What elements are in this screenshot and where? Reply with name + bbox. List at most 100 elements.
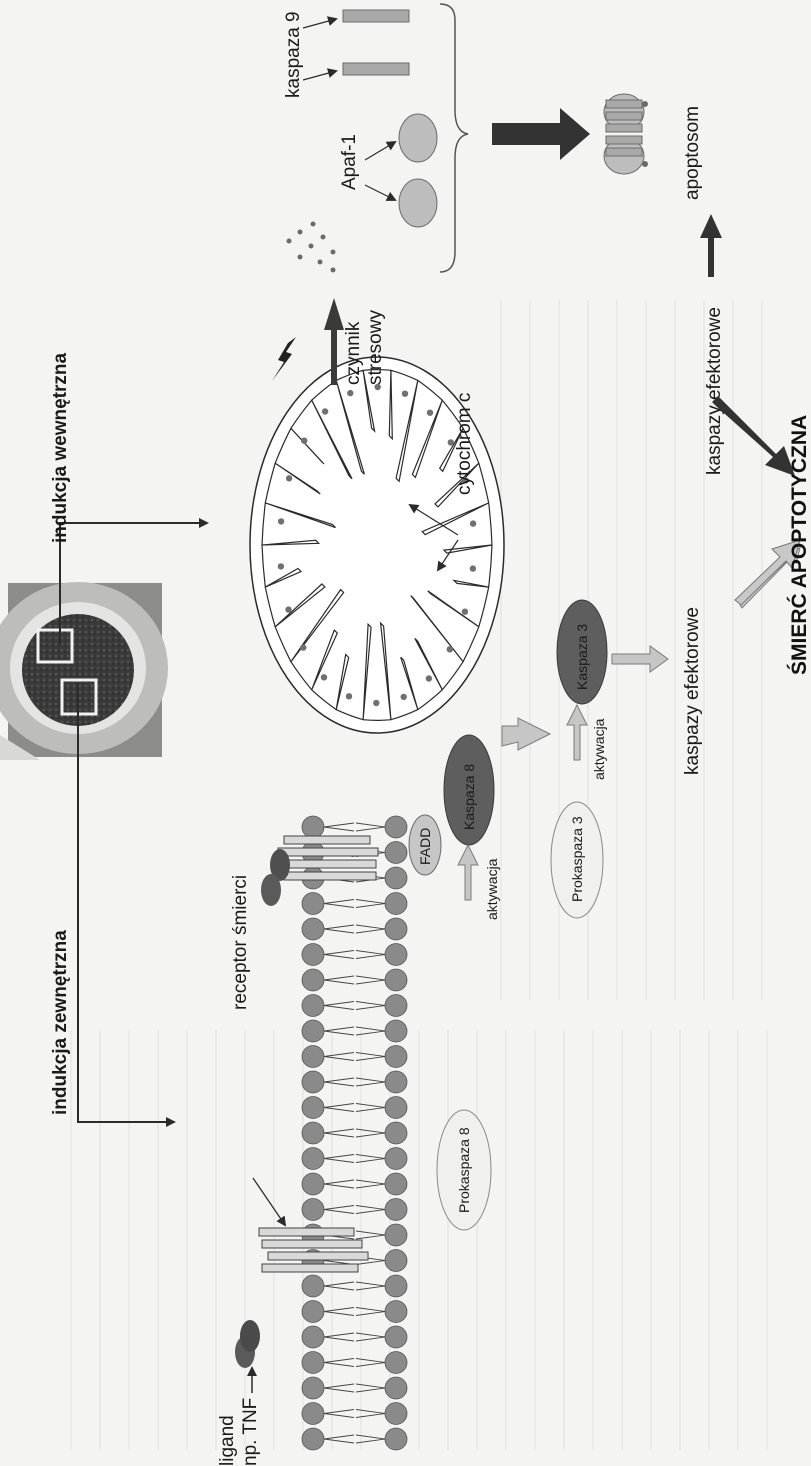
svg-text:Prokaspaza 3: Prokaspaza 3 — [569, 816, 585, 902]
lipid-head — [301, 1172, 325, 1196]
lipid-head — [301, 1402, 325, 1425]
lipid-head — [384, 1274, 408, 1298]
ligand-tnf — [235, 1320, 260, 1368]
lipid-head — [301, 1351, 325, 1374]
lipid-head — [384, 1147, 408, 1170]
lipid-head — [384, 1351, 408, 1374]
cytochrome-c-dot — [426, 409, 434, 416]
extrinsic-connector — [77, 683, 176, 1127]
lipid-head — [301, 1019, 325, 1043]
activation-arrow-1 — [457, 843, 479, 901]
lipid-head — [301, 815, 325, 839]
cytochrome-c-dot — [320, 674, 328, 681]
apoptosome-label: apoptosom — [682, 106, 703, 200]
intrinsic-connector — [59, 518, 209, 645]
lipid-head — [384, 917, 408, 941]
cytochrome-c-dot — [277, 563, 285, 570]
lipid-head — [301, 1376, 325, 1400]
lipid-head — [384, 815, 408, 839]
cytochrome-pointer-1 — [408, 503, 459, 536]
svg-text:Prokaspaza 8: Prokaspaza 8 — [456, 1127, 472, 1213]
lipid-head — [384, 994, 408, 1017]
cytochrome-c-dot — [425, 675, 433, 682]
lipid-head — [384, 1045, 408, 1068]
lipid-head — [301, 1096, 325, 1119]
cytochrome-c-label: cytochrom c — [454, 393, 475, 495]
activation-label-1: aktywacja — [484, 858, 500, 920]
cytochrome-c-dot — [400, 693, 407, 701]
lipid-head — [301, 968, 325, 992]
apaf1-molecule — [398, 178, 438, 228]
cytochrome-c-dots — [277, 383, 477, 707]
lipid-head — [301, 1274, 325, 1298]
lipid-head — [384, 1121, 408, 1145]
cytochrome-c-dot — [285, 475, 293, 482]
lipid-head — [384, 841, 408, 864]
lipid-head — [384, 866, 408, 890]
ligand-label: ligand — [217, 1415, 238, 1466]
cytochrome-c-dot — [462, 477, 469, 484]
caspase-8: Kaspaza 8 — [443, 734, 495, 846]
lipid-head — [301, 1300, 325, 1323]
cytochrome-c-dot — [401, 390, 409, 397]
caspase9-label: kaspaza 9 — [283, 11, 304, 98]
caspase9-molecule — [342, 62, 410, 76]
lightning-bolt-icon — [272, 337, 296, 381]
apoptotic-death-label: ŚMIERĆ APOPTOTYCZNA — [787, 415, 811, 675]
lipid-head — [301, 892, 325, 915]
caspase3-to-effector-arrow — [611, 645, 669, 673]
caspase9-molecule — [342, 9, 410, 23]
lipid-head — [384, 1096, 408, 1119]
released-cytochrome-c — [286, 221, 336, 273]
apoptosome — [603, 93, 648, 175]
lipid-head — [384, 1376, 408, 1400]
lipid-head — [301, 943, 325, 966]
stress-factor-label-1: czynnik — [343, 321, 364, 385]
lipid-head — [301, 1147, 325, 1170]
lipid-head — [384, 1300, 408, 1323]
lipid-head — [384, 1019, 408, 1043]
dark-arrow-to-death — [712, 396, 795, 476]
cytochrome-c-dot — [373, 699, 380, 707]
cytochrome-c-dot — [446, 646, 453, 653]
cytochrome-c-dot — [300, 644, 307, 651]
death-receptor — [258, 1227, 369, 1273]
svg-text:Kaspaza 8: Kaspaza 8 — [461, 764, 477, 830]
lipid-head — [384, 1172, 408, 1196]
intrinsic-zoom-box — [36, 628, 74, 664]
lipid-head — [384, 1070, 408, 1094]
svg-text:Kaspaza 3: Kaspaza 3 — [574, 624, 590, 690]
cytochrome-c-dot — [301, 437, 308, 444]
cytochrome-c-dot — [285, 606, 292, 613]
fadd: FADD — [408, 814, 442, 876]
caspase-3: Kaspaza 3 — [556, 599, 608, 705]
lipid-head — [384, 1402, 408, 1425]
show-through-text — [70, 1030, 790, 1450]
lipid-head — [384, 1223, 408, 1247]
lipid-head — [384, 1198, 408, 1221]
arrow-to-apoptosome — [492, 108, 590, 160]
lipid-head — [384, 892, 408, 915]
svg-text:FADD: FADD — [417, 828, 433, 865]
stress-arrow — [324, 298, 344, 385]
light-arrow-to-death-head — [734, 539, 801, 606]
apaf1-molecule — [398, 113, 438, 163]
death-receptor-pointer — [252, 1177, 287, 1227]
caspase8-to-3-arrow — [501, 717, 552, 751]
activation-arrow-2 — [566, 703, 588, 761]
arrow-apoptosome-to-effector — [700, 214, 722, 277]
procaspase-8: Prokaspaza 8 — [436, 1109, 492, 1231]
lipid-head — [301, 1198, 325, 1221]
lipid-head — [301, 994, 325, 1017]
mitochondrion — [249, 356, 505, 734]
lipid-head — [301, 1121, 325, 1145]
cell-photo — [0, 582, 168, 760]
death-receptor-label: receptor śmierci — [230, 875, 251, 1010]
lipid-head — [301, 917, 325, 941]
cytochrome-c-dot — [277, 518, 285, 525]
stress-factor-label-2: stresowy — [365, 310, 386, 385]
lipid-head — [384, 943, 408, 966]
cytochrome-c-dot — [447, 439, 454, 446]
lipid-head — [301, 1045, 325, 1068]
